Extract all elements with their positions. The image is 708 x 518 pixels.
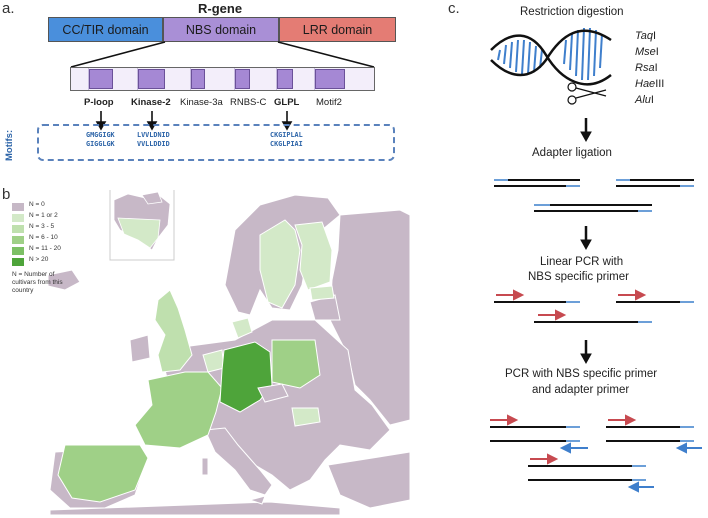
legend-note-3: country <box>12 287 34 294</box>
europe-map <box>10 190 410 515</box>
protocol-diagram <box>490 118 702 493</box>
kinase3a-label: Kinase-3a <box>180 97 223 108</box>
legend-label: N > 20 <box>29 256 49 263</box>
kinase2-seq-2: VVLLDDID <box>137 140 170 148</box>
legend-swatch <box>12 247 24 255</box>
enzyme-alui: AluI <box>635 94 654 106</box>
enzyme-taqi: TaqI <box>635 30 656 42</box>
enzyme-italic: Taq <box>635 30 653 42</box>
step-pcr-2: and adapter primer <box>532 384 630 396</box>
legend-note-2: cultivars from this <box>12 279 63 286</box>
dna-helix <box>490 27 612 105</box>
legend-swatch <box>12 236 24 244</box>
kinase2-seq-1: LVVLDNID <box>137 131 170 139</box>
kinase2-motif-block <box>138 69 165 89</box>
step-pcr-1: PCR with NBS specific primer <box>505 368 658 380</box>
motif-sequences-box <box>37 124 395 161</box>
kinase2-label: Kinase-2 <box>131 97 171 108</box>
ploop-label: P-loop <box>84 97 114 108</box>
enzyme-suffix: III <box>655 78 665 90</box>
enzyme-italic: Rsa <box>635 62 655 74</box>
panel-c-label: c. <box>448 0 460 17</box>
cc-tir-domain: CC/TIR domain <box>48 17 163 42</box>
enzyme-italic: Mse <box>635 46 656 58</box>
legend-swatch <box>12 214 24 222</box>
legend-label: N = 11 - 20 <box>29 245 61 252</box>
step-linear-pcr-1: Linear PCR with <box>540 256 624 268</box>
enzyme-rsai: RsaI <box>635 62 658 74</box>
motifs-label: Motifs: <box>4 129 15 161</box>
glpl-seq-2: CKGLPIAI <box>270 140 303 148</box>
legend-label: N = 0 <box>29 201 45 208</box>
enzyme-suffix: I <box>654 62 658 74</box>
legend-label: N = 3 - 5 <box>29 223 55 230</box>
rnbsc-motif-block <box>235 69 250 89</box>
enzyme-suffix: I <box>650 94 654 106</box>
enzyme-suffix: I <box>652 30 657 42</box>
ploop-motif-block <box>89 69 113 89</box>
enzyme-haeiii: HaeIII <box>635 78 664 90</box>
panel-a-label: a. <box>2 0 15 17</box>
ploop-seq-2: GIGGLGK <box>86 140 115 148</box>
glpl-seq-1: CKGIPLAL <box>270 131 303 139</box>
lrr-domain: LRR domain <box>279 17 396 42</box>
motif2-block <box>315 69 345 89</box>
kinase3a-motif-block <box>191 69 205 89</box>
legend-label: N = 1 or 2 <box>29 212 58 219</box>
nbs-detail-bar <box>70 67 375 91</box>
enzyme-italic: Alu <box>635 94 651 106</box>
legend-label: N = 6 - 10 <box>29 234 58 241</box>
glpl-label: GLPL <box>274 97 300 108</box>
step-adapter-ligation: Adapter ligation <box>532 147 612 159</box>
rgene-title: R-gene <box>198 1 243 16</box>
ploop-seq-1: GMGGIGK <box>86 131 115 139</box>
step-restriction-digestion: Restriction digestion <box>520 6 624 18</box>
enzyme-italic: Hae <box>635 78 656 90</box>
enzyme-suffix: I <box>655 46 659 58</box>
legend-swatch <box>12 203 24 211</box>
enzyme-msei: MseI <box>635 46 659 58</box>
rnbsc-label: RNBS-C <box>230 97 267 108</box>
glpl-motif-block <box>277 69 293 89</box>
nbs-domain: NBS domain <box>163 17 279 42</box>
motif2-label: Motif2 <box>316 97 342 108</box>
legend-note-1: N = Number of <box>12 271 55 278</box>
step-linear-pcr-2: NBS specific primer <box>528 271 629 283</box>
legend-swatch <box>12 258 24 266</box>
legend-swatch <box>12 225 24 233</box>
